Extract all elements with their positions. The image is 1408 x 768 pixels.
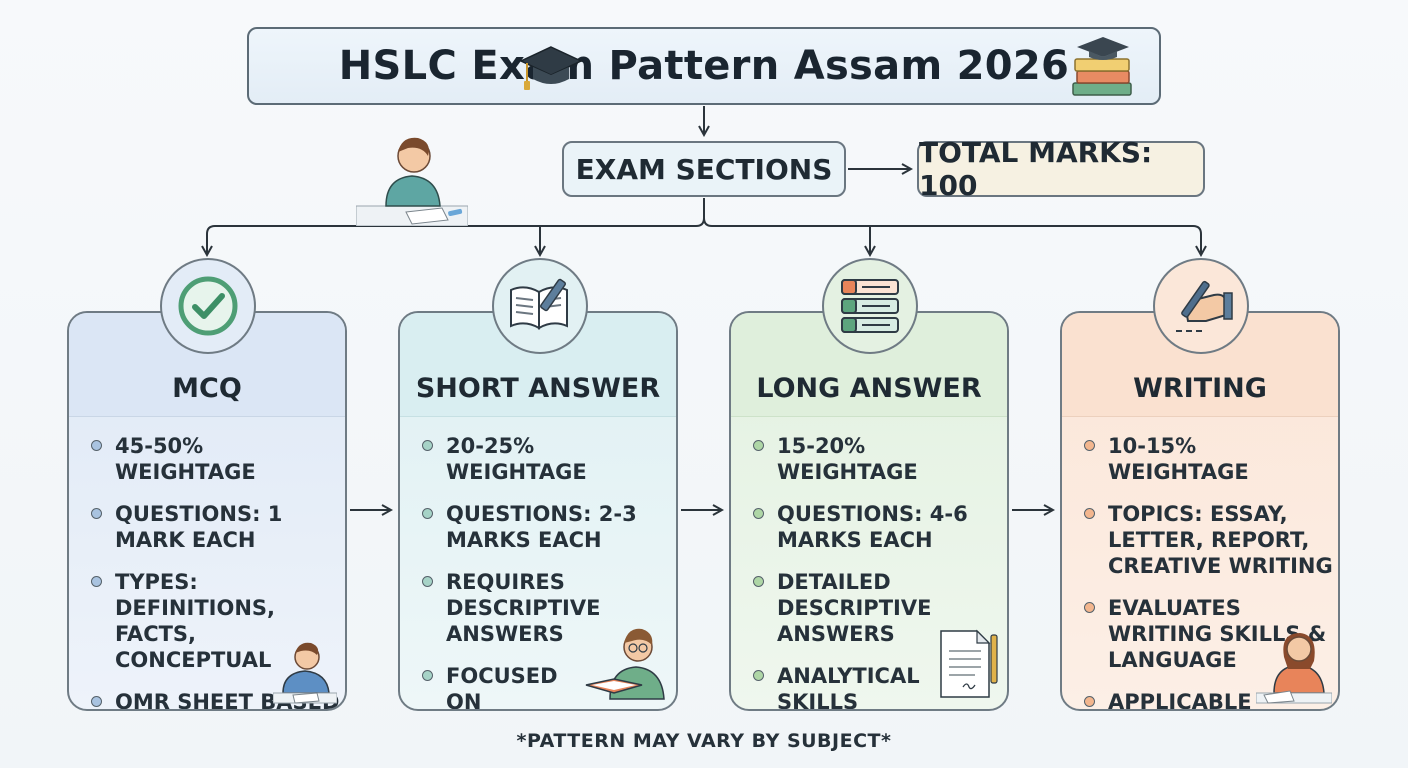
- student-reading-illustration: [585, 628, 665, 700]
- bullet-dot-icon: [422, 440, 433, 451]
- list-item: FOCUSED ON EXPLAINING CONCEPTS: [418, 663, 676, 709]
- check-circle-icon: [178, 276, 238, 336]
- list-item: REQUIRES DESCRIPTIVE ANSWERS: [418, 569, 676, 647]
- books-stack-icon: [1072, 37, 1132, 96]
- bullet-dot-icon: [91, 440, 102, 451]
- long-answer-icon-circle: [822, 258, 918, 354]
- list-item: QUESTIONS: 1 MARK EACH: [87, 501, 345, 553]
- bullet-dot-icon: [753, 440, 764, 451]
- long-answer-card: LONG ANSWER 15-20% WEIGHTAGE QUESTIONS: …: [729, 311, 1009, 711]
- stacked-list-icon: [841, 279, 899, 333]
- mcq-icon-circle: [160, 258, 256, 354]
- bullet-dot-icon: [1084, 602, 1095, 613]
- document-pen-icon: [940, 629, 998, 698]
- card-bullet-list: 20-25% WEIGHTAGE QUESTIONS: 2-3 MARKS EA…: [400, 417, 676, 709]
- bullet-dot-icon: [422, 670, 433, 681]
- list-item: 20-25% WEIGHTAGE: [418, 433, 676, 485]
- bullet-dot-icon: [91, 576, 102, 587]
- card-bullet-list: 45-50% WEIGHTAGE QUESTIONS: 1 MARK EACH …: [69, 417, 345, 709]
- list-item: APPLICABLE TO LANGUAGES: [1080, 689, 1338, 709]
- list-item: QUESTIONS: 2-3 MARKS EACH: [418, 501, 676, 553]
- card-bullet-list: 10-15% WEIGHTAGE TOPICS: ESSAY, LETTER, …: [1062, 417, 1338, 709]
- exam-sections-box: EXAM SECTIONS: [562, 141, 846, 197]
- student-writing-girl-illustration: [1256, 633, 1332, 704]
- list-item: 10-15% WEIGHTAGE: [1080, 433, 1338, 485]
- bullet-dot-icon: [1084, 440, 1095, 451]
- bullet-dot-icon: [753, 670, 764, 681]
- bullet-dot-icon: [422, 508, 433, 519]
- bullet-dot-icon: [1084, 696, 1095, 707]
- list-item: TYPES: DEFINITIONS, FACTS, CONCEPTUAL: [87, 569, 345, 673]
- footnote: *PATTERN MAY VARY BY SUBJECT*: [516, 730, 892, 752]
- list-item: QUESTIONS: 4-6 MARKS EACH: [749, 501, 1007, 553]
- list-item: 15-20% WEIGHTAGE: [749, 433, 1007, 485]
- bullet-dot-icon: [753, 508, 764, 519]
- student-desk-illustration: [273, 642, 337, 704]
- graduation-cap-icon: [519, 46, 583, 90]
- total-marks-box: TOTAL MARKS: 100: [917, 136, 1205, 202]
- branch-lines: [206, 198, 1202, 252]
- bullet-dot-icon: [753, 576, 764, 587]
- title-banner: HSLC Exam Pattern Assam 2026: [247, 27, 1161, 105]
- short-answer-card: SHORT ANSWER 20-25% WEIGHTAGE QUESTIONS:…: [398, 311, 678, 711]
- list-item: DETAILED DESCRIPTIVE ANSWERS: [749, 569, 1007, 647]
- list-item: 45-50% WEIGHTAGE: [87, 433, 345, 485]
- open-book-pencil-icon: [510, 278, 568, 330]
- bullet-dot-icon: [422, 576, 433, 587]
- page-title: HSLC Exam Pattern Assam 2026: [338, 43, 1070, 89]
- bullet-dot-icon: [91, 696, 102, 707]
- writing-card: WRITING 10-15% WEIGHTAGE TOPICS: ESSAY, …: [1060, 311, 1340, 711]
- list-item: TOPICS: ESSAY, LETTER, REPORT, CREATIVE …: [1080, 501, 1338, 579]
- bullet-dot-icon: [1084, 508, 1095, 519]
- student-writing-illustration: [356, 137, 468, 226]
- hand-writing-icon: [1176, 280, 1233, 332]
- list-item: ANALYTICAL SKILLS: [749, 663, 1007, 709]
- short-answer-icon-circle: [492, 258, 588, 354]
- bullet-dot-icon: [91, 508, 102, 519]
- mcq-card: MCQ 45-50% WEIGHTAGE QUESTIONS: 1 MARK E…: [67, 311, 347, 711]
- writing-icon-circle: [1153, 258, 1249, 354]
- card-bullet-list: 15-20% WEIGHTAGE QUESTIONS: 4-6 MARKS EA…: [731, 417, 1007, 709]
